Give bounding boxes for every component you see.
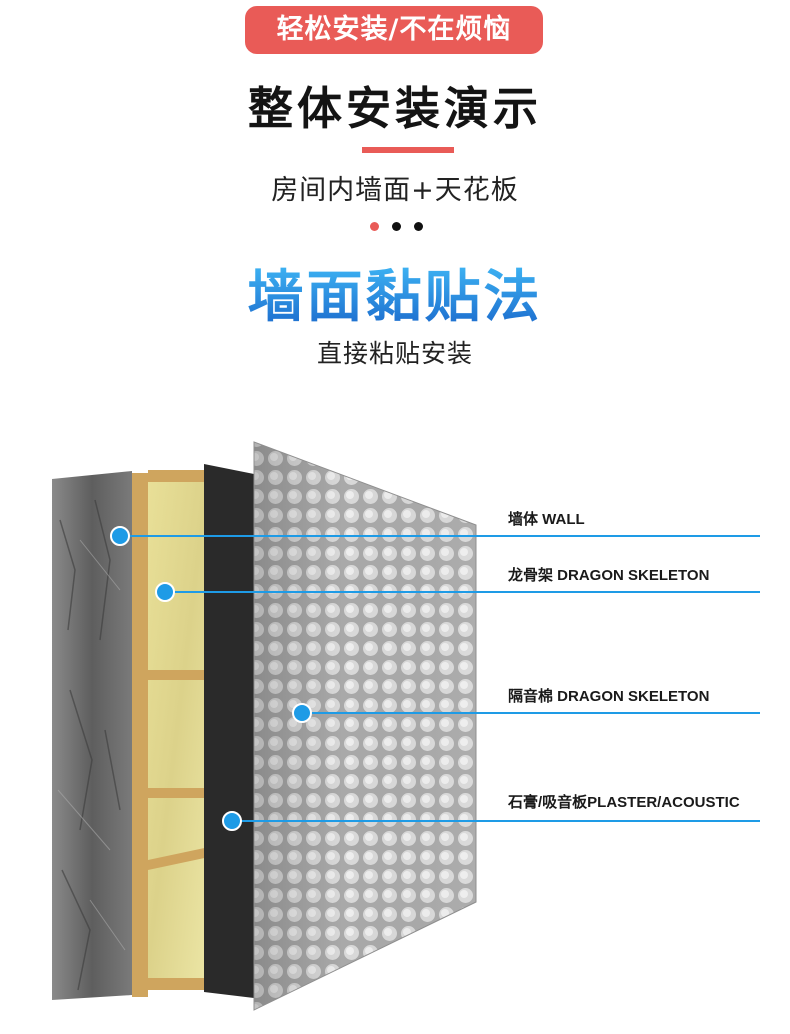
header-badge: 轻松安装/不在烦恼 [245,6,543,54]
layer-label-foam: 隔音棉 DRAGON SKELETON [508,688,710,705]
layer-label-wall: 墙体 WALL [508,511,585,528]
layer-label-board: 石膏/吸音板PLASTER/ACOUSTIC [508,794,740,811]
wall-section-svg [52,441,760,1011]
mineral-wool [146,482,208,987]
callout-dot-board [222,811,242,831]
black-dot-icon [392,222,401,231]
black-backing-panel [204,464,254,998]
method-title-text: 墙面黏贴法 [247,265,543,330]
wall-layers-illustration: 墙体 WALL 龙骨架 DRAGON SKELETON 隔音棉 DRAGON S… [0,430,790,1030]
page-subtitle: 房间内墙面+天花板 [271,175,519,206]
page-title: 整体安装演示 [247,82,542,135]
layer-label-frame: 龙骨架 DRAGON SKELETON [508,567,710,584]
callout-dot-frame [155,582,175,602]
method-subtitle: 直接粘贴安装 [316,339,473,368]
title-underline [362,147,454,153]
concrete-wall [52,471,132,1000]
pagination-dots [370,222,430,232]
acoustic-foam-panel [253,441,477,1011]
method-title: 墙面黏贴法 [0,252,790,333]
callout-lines [120,535,760,822]
black-dot-icon [414,222,423,231]
callout-dot-wall [110,526,130,546]
red-dot-icon [370,222,379,231]
callout-dot-foam [292,703,312,723]
callout-dots [110,526,312,831]
